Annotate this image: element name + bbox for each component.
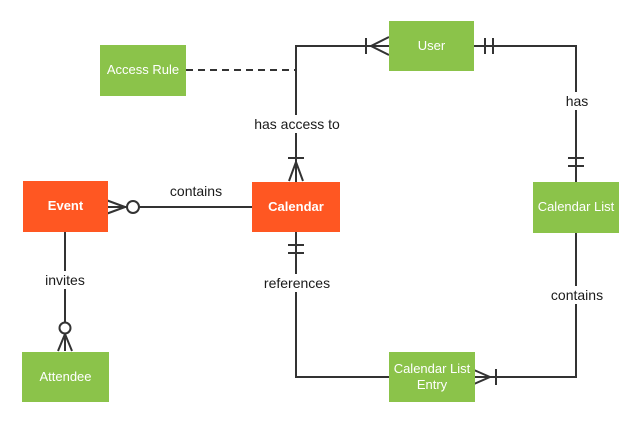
crowsfoot-many-icon — [105, 199, 126, 215]
crowsfoot-many-icon — [57, 333, 73, 352]
entity-calendar-label: Calendar — [268, 198, 324, 214]
crowsfoot-exactly-one-icon — [484, 38, 494, 54]
entity-user[interactable]: User — [389, 21, 474, 71]
crowsfoot-many-icon — [370, 36, 390, 56]
crowsfoot-many-icon — [288, 161, 304, 182]
entity-attendee[interactable]: Attendee — [22, 352, 109, 402]
entity-user-label: User — [417, 37, 446, 53]
relationship-label-contains-events: contains — [164, 182, 228, 200]
relationship-label-invites: invites — [40, 271, 90, 289]
entity-access-rule-label: Access Rule — [106, 62, 180, 78]
connector-has — [474, 38, 584, 182]
entity-event[interactable]: Event — [23, 181, 108, 232]
connector-references — [288, 232, 389, 378]
relationship-label-has-access-to: has access to — [249, 115, 345, 133]
crowsfoot-zero-icon — [58, 321, 72, 335]
connector-has-access-to — [288, 36, 390, 182]
crowsfoot-many-icon — [473, 369, 491, 385]
entity-calendar-list-label: Calendar List — [537, 199, 615, 215]
connector-invites — [57, 232, 73, 352]
entity-event-label: Event — [47, 198, 84, 214]
connector-contains-entries — [473, 233, 577, 385]
relationship-label-references: references — [258, 274, 336, 292]
entity-attendee-label: Attendee — [39, 368, 92, 384]
entity-access-rule[interactable]: Access Rule — [100, 45, 186, 96]
connector-contains-events — [105, 199, 252, 215]
relationship-label-contains-entries: contains — [545, 286, 609, 304]
entity-calendar-list-entry[interactable]: Calendar List Entry — [389, 352, 475, 402]
crowsfoot-exactly-one-icon — [568, 157, 584, 167]
crowsfoot-zero-icon — [126, 200, 140, 214]
relationship-label-has: has — [560, 92, 594, 110]
entity-calendar[interactable]: Calendar — [252, 182, 340, 232]
entity-calendar-list[interactable]: Calendar List — [533, 182, 619, 233]
entity-calendar-list-entry-label: Calendar List Entry — [393, 360, 471, 392]
crowsfoot-exactly-one-icon — [288, 244, 304, 254]
